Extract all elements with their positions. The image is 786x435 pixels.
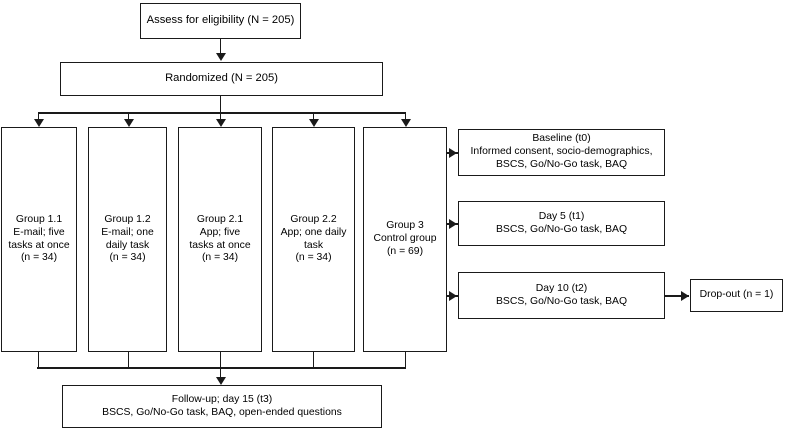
connector-merge-bus [37,367,406,369]
node-dropout: Drop-out (n = 1) [690,279,783,312]
connector-drop-group-1-1 [37,112,40,120]
connector-randomized-stem [219,96,222,113]
connector-drop-group-2-1 [219,112,222,120]
connector-drop-group-1-2 [127,112,130,120]
connector-assess-to-randomized [219,39,222,54]
arrowhead-group-1-2 [123,119,134,127]
node-group-1-2-label: Group 1.2 E-mail; one daily task (n = 34… [101,214,154,264]
connector-day10-to-dropout [665,295,689,297]
node-day10-t2: Day 10 (t2) BSCS, Go/No-Go task, BAQ [458,272,665,319]
arrowhead-assess-to-randomized [215,53,226,61]
node-followup-t3-label: Follow-up; day 15 (t3) BSCS, Go/No-Go ta… [102,393,342,418]
connector-up-group-2-1 [219,352,222,368]
node-dropout-label: Drop-out (n = 1) [699,289,774,301]
node-group-2-1: Group 2.1 App; five tasks at once (n = 3… [178,127,262,352]
arrowhead-group-2-1 [215,119,226,127]
node-day5-t1-label: Day 5 (t1) BSCS, Go/No-Go task, BAQ [495,210,628,235]
connector-merge-to-followup [219,367,222,379]
connector-up-group-1-2 [127,352,130,368]
node-baseline-t0-label: Baseline (t0) Informed consent, socio-de… [470,133,653,170]
node-group-1-1: Group 1.1 E-mail; five tasks at once (n … [1,127,77,352]
node-assess-eligibility: Assess for eligibility (N = 205) [140,3,301,39]
node-randomized: Randomized (N = 205) [60,62,383,96]
connector-drop-group-2-2 [312,112,315,120]
connector-split-bus [38,112,406,114]
arrowhead-group-1-1 [33,119,44,127]
node-group-2-1-label: Group 2.1 App; five tasks at once (n = 3… [189,214,251,264]
node-followup-t3: Follow-up; day 15 (t3) BSCS, Go/No-Go ta… [62,385,382,428]
arrowhead-day5 [449,219,457,229]
node-group-1-1-label: Group 1.1 E-mail; five tasks at once (n … [8,214,70,264]
arrowhead-followup [215,377,226,385]
connector-drop-group-3 [404,112,407,120]
node-baseline-t0: Baseline (t0) Informed consent, socio-de… [458,129,665,176]
arrowhead-day10 [449,291,457,301]
connector-up-group-3 [404,352,407,368]
node-group-2-2: Group 2.2 App; one daily task (n = 34) [272,127,355,352]
node-day10-t2-label: Day 10 (t2) BSCS, Go/No-Go task, BAQ [495,282,628,307]
arrowhead-group-3 [400,119,411,127]
node-group-2-2-label: Group 2.2 App; one daily task (n = 34) [280,214,347,264]
node-group-1-2: Group 1.2 E-mail; one daily task (n = 34… [88,127,167,352]
arrowhead-dropout [681,291,689,301]
node-group-3-control-label: Group 3 Control group (n = 69) [373,220,437,257]
node-group-3-control: Group 3 Control group (n = 69) [363,127,447,352]
node-assess-eligibility-label: Assess for eligibility (N = 205) [146,14,295,27]
node-randomized-label: Randomized (N = 205) [165,72,278,85]
arrowhead-baseline [449,148,457,158]
connector-up-group-2-2 [312,352,315,368]
connector-up-group-1-1 [37,352,40,368]
arrowhead-group-2-2 [308,119,319,127]
node-day5-t1: Day 5 (t1) BSCS, Go/No-Go task, BAQ [458,201,665,246]
